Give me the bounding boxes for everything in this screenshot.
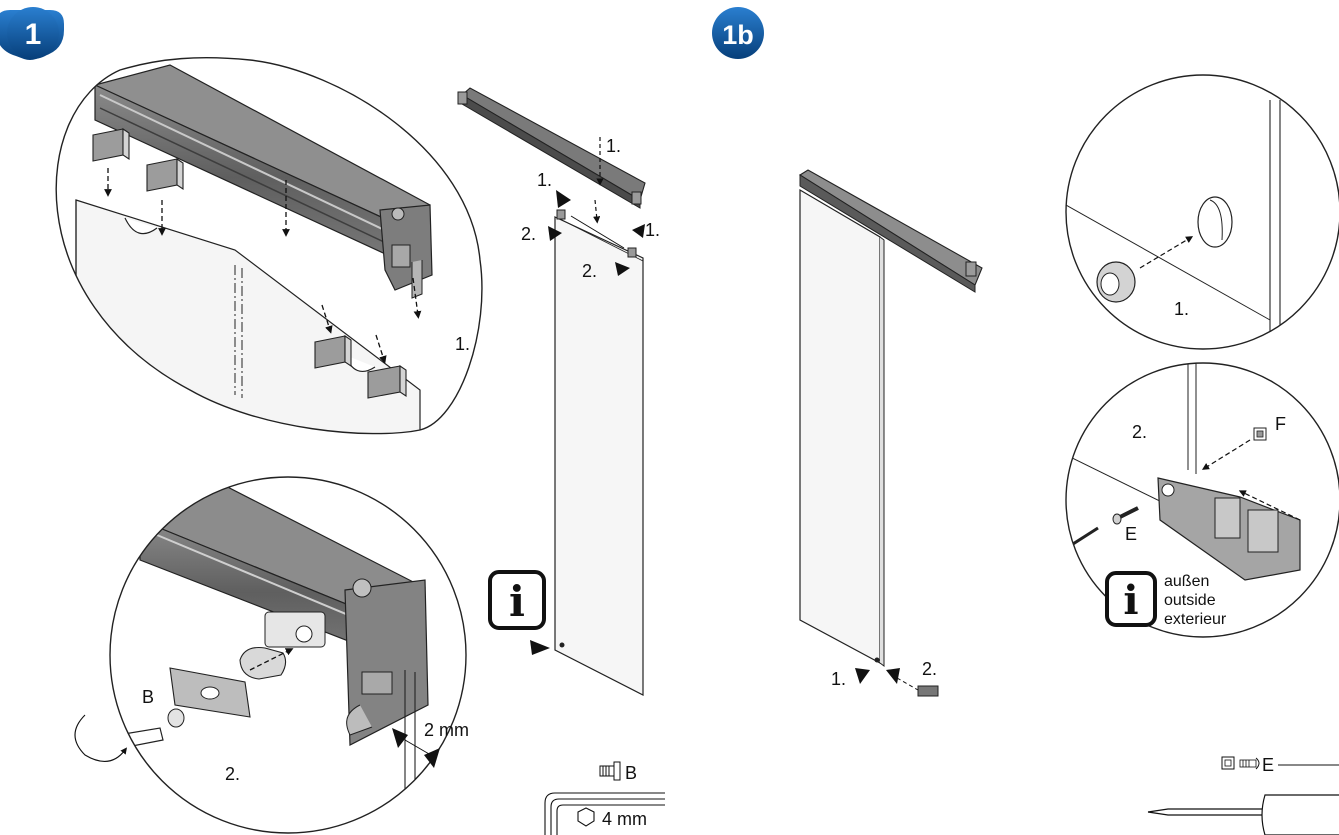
hex-key-icon [544,792,665,835]
panel1-top-detail: 1. [55,57,483,435]
overview-label-b: 1. [537,170,552,190]
panel1b-tools: E [1147,755,1339,835]
washer-f-label: F [1275,414,1286,434]
svg-text:i: i [1123,577,1138,624]
panel1b-overview: 1. 2. [798,169,983,697]
panel1b-bottom-step-label: 2. [1132,422,1147,442]
panel1b-bottom-label-left: 1. [831,669,846,689]
step-1-number: 1 [25,18,42,51]
info-line-fr: exterieur [1164,611,1227,628]
screwdriver-tool-icon [1147,794,1339,835]
screwdriver-icon [1066,526,1099,567]
panel1b-top-step-label: 1. [1174,299,1189,319]
gap-measurement: 2 mm [424,720,469,740]
screw-b-icon [599,761,621,781]
overview-label-a: 1. [606,136,621,156]
nut-icon [1096,261,1136,303]
panel1-bottom-detail: B 2 mm 2. [74,476,469,834]
tool-hex-size: 4 mm [602,809,647,829]
panel1-overview: 1. 1. 1. 2. 2. i [457,87,660,696]
screw-e-label: E [1125,524,1137,544]
svg-text:i: i [509,577,525,626]
panel1-top-step-label: 1. [455,334,470,354]
step-1b-number: 1b [722,20,754,50]
info-icon-1b: i [1105,571,1157,627]
tool-screw-label: B [625,763,637,783]
screw-e-small-icon [1239,757,1260,770]
overview-label-c: 1. [645,220,660,240]
step-1-badge: 1 [0,7,64,60]
info-line-de: außen [1164,573,1209,590]
panel1b-bottom-detail: 2. F E i außen outside exterieur [1065,362,1339,638]
overview-label-e: 2. [582,261,597,281]
tool-screw-e-label: E [1262,755,1274,775]
panel1b-top-detail: 1. [1065,74,1339,350]
panel1-screw-label: B [142,687,154,707]
info-line-en: outside [1164,592,1216,609]
panel1-bottom-step-label: 2. [225,764,240,784]
panel1-tools: B 4 mm [544,761,665,835]
panel1b-bottom-label-right: 2. [922,659,937,679]
step-1b-badge: 1b [712,7,764,59]
info-icon: i [488,570,546,630]
screw-e-icon [1112,506,1139,525]
overview-label-d: 2. [521,224,536,244]
